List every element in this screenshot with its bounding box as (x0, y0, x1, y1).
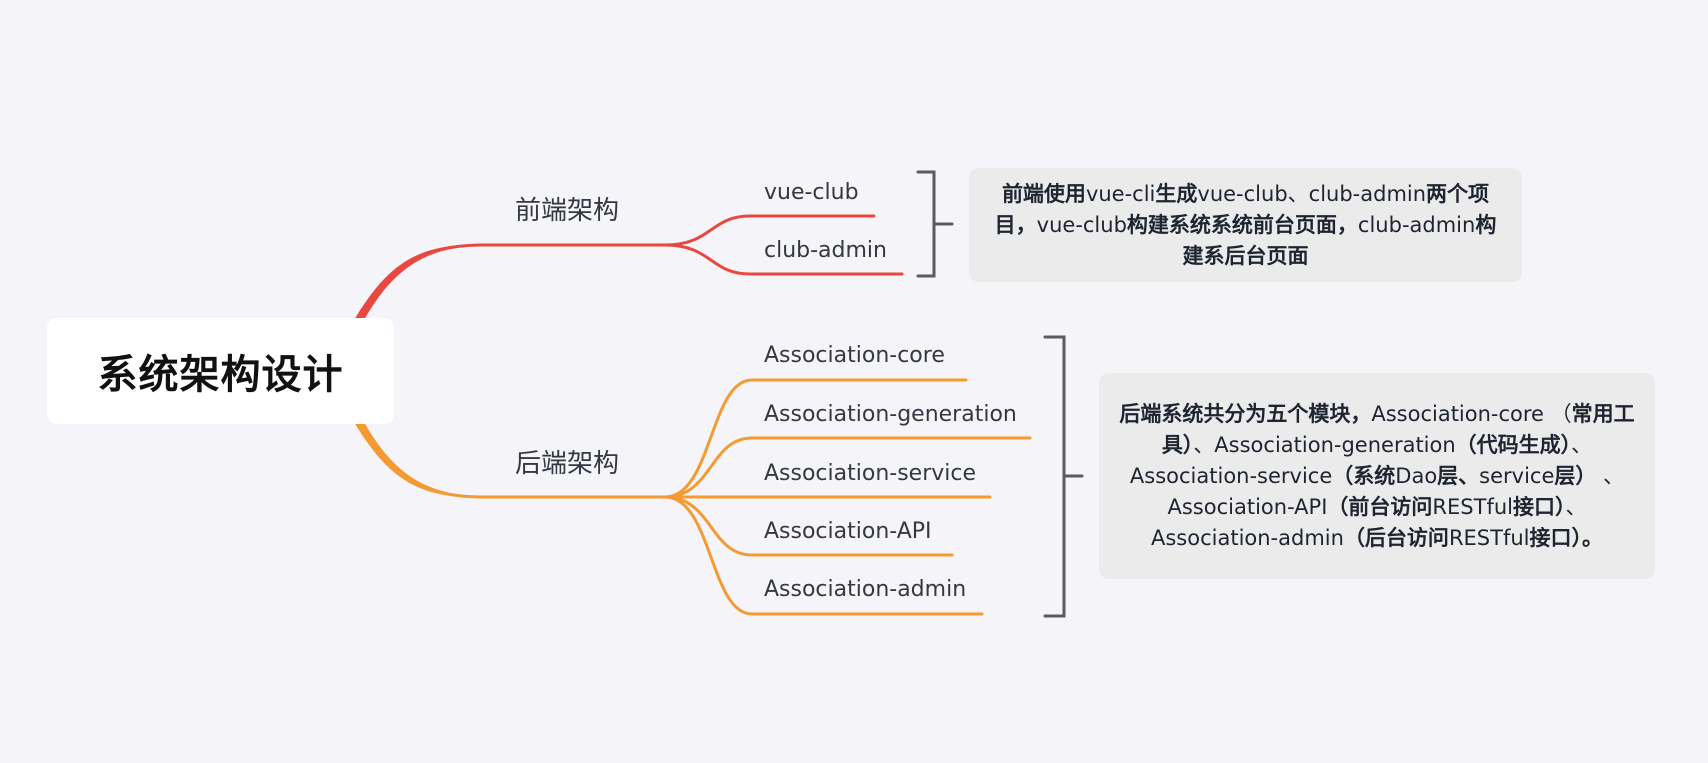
connector-root-frontend (354, 244, 480, 320)
summary-run: 接口）。 (1529, 525, 1604, 550)
summary-run: Association-core （ (1371, 401, 1572, 426)
summary-run: service (1479, 463, 1555, 488)
summary-run: 、 Association-admin (1150, 494, 1587, 550)
summary-run: 层） (1554, 463, 1597, 488)
backend-leaf-generation-line (663, 436, 1032, 499)
summary-run: 、Association-service (1129, 432, 1593, 488)
branch-frontend-label[interactable]: 前端架构 (515, 196, 620, 226)
summary-run: （代码生成） (1455, 432, 1572, 457)
root-node[interactable]: 系统架构设计 (47, 318, 394, 424)
leaf-club-admin[interactable]: club-admin (764, 238, 887, 263)
summary-run: 构建系后台页面 (1182, 212, 1497, 268)
summary-run: （后台访问 (1343, 525, 1449, 550)
summary-run: vue-cli (1085, 181, 1156, 206)
summary-run: 两个项目， (994, 181, 1490, 237)
summary-frontend-text: 前端使用vue-cli生成vue-club、club-admin两个项目，vue… (987, 179, 1504, 272)
summary-backend-text: 后端系统共分为五个模块，Association-core （常用工具）、Asso… (1115, 399, 1639, 554)
frontend-bracket (916, 170, 936, 278)
summary-run: 后端系统共分为五个模块， (1119, 401, 1372, 426)
summary-run: 、Association-generation (1193, 432, 1456, 457)
connector-root-backend (354, 422, 480, 498)
connector-root-frontend-edge (360, 243, 482, 320)
summary-run: club-admin (1357, 212, 1476, 237)
summary-run: RESTful (1432, 494, 1513, 519)
backend-leaf-admin-line (663, 495, 984, 616)
branch-backend-label[interactable]: 后端架构 (515, 449, 620, 479)
summary-backend[interactable]: 后端系统共分为五个模块，Association-core （常用工具）、Asso… (1099, 373, 1655, 579)
summary-run: 层、 (1437, 463, 1480, 488)
summary-run: 常用工具） (1161, 401, 1635, 457)
leaf-vue-club[interactable]: vue-club (764, 180, 859, 205)
leaf-association-generation[interactable]: Association-generation (764, 402, 1017, 427)
leaf-association-core[interactable]: Association-core (764, 343, 945, 368)
summary-run: 生成 (1155, 181, 1198, 206)
summary-run: 接口） (1512, 494, 1566, 519)
backend-leaf-api-line (663, 495, 954, 557)
summary-run: RESTful (1448, 525, 1530, 550)
leaf-association-service[interactable]: Association-service (764, 461, 977, 486)
connector-root-backend-edge (358, 422, 482, 499)
summary-run: （前台访问 (1327, 494, 1433, 519)
summary-frontend[interactable]: 前端使用vue-cli生成vue-club、club-admin两个项目，vue… (969, 168, 1522, 282)
summary-run: Dao (1395, 463, 1438, 488)
summary-run: 、Association-API (1167, 463, 1625, 519)
summary-run: 前端使用 (1001, 181, 1086, 206)
backend-leaf-core-line (663, 378, 968, 499)
summary-run: vue-club (1036, 212, 1127, 237)
summary-run: vue-club、club-admin (1197, 181, 1427, 206)
summary-run: （系统 (1332, 463, 1396, 488)
backend-bracket (1043, 335, 1066, 618)
frontend-leaf-vue-club-line (663, 214, 876, 247)
frontend-leaf-club-admin-line (663, 243, 904, 276)
leaf-association-admin[interactable]: Association-admin (764, 577, 967, 602)
leaf-association-api[interactable]: Association-API (764, 519, 932, 544)
summary-run: 构建系统系统前台页面， (1126, 212, 1358, 237)
